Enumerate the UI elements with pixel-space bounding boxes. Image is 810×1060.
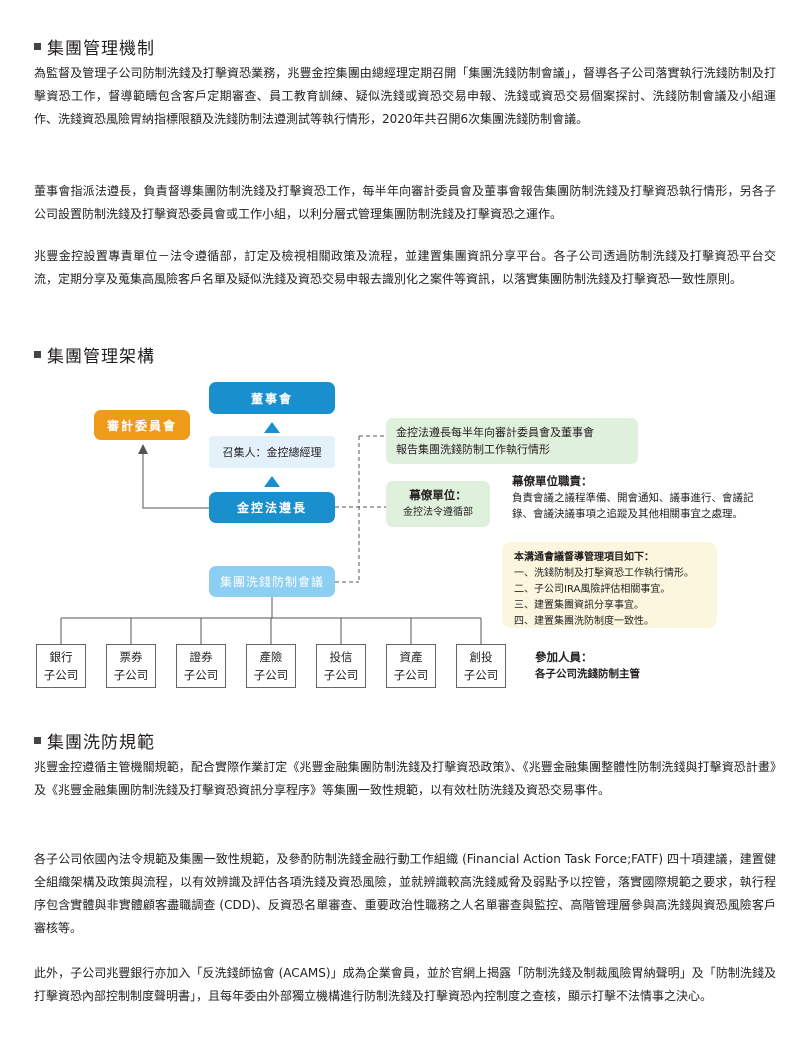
governance-paragraph-2: 董事會指派法遵長，負責督導集團防制洗錢及打擊資恐工作，每半年向審計委員會及董事會…	[34, 184, 776, 221]
rules-paragraph-2: 各子公司依國內法令規範及集團一致性規範，及參酌防制洗錢金融行動工作組織 (Fin…	[34, 852, 776, 935]
subsidiary-securities: 證券 子公司	[176, 644, 226, 688]
meeting-node: 集團洗錢防制會議	[209, 566, 335, 597]
subsidiary-investment-trust: 投信 子公司	[316, 644, 366, 688]
oversight-item: 四、建置集團洗防制度一致性。	[514, 616, 654, 627]
triangle-up-icon	[264, 476, 280, 487]
audit-connector-line	[142, 450, 209, 509]
bullet-square-icon	[34, 43, 41, 50]
audit-committee-node: 審計委員會	[94, 410, 190, 440]
convener-node: 召集人：金控總經理	[209, 436, 335, 468]
participants-note: 參加人員： 各子公司洗錢防制主管	[535, 650, 640, 680]
subsidiary-insurance: 產險 子公司	[246, 644, 296, 688]
bullet-square-icon	[34, 351, 41, 358]
oversight-item: 一、洗錢防制及打擊資恐工作執行情形。	[514, 568, 694, 579]
report-box: 金控法遵長每半年向審計委員會及董事會 報告集團洗錢防制工作執行情形	[386, 418, 638, 464]
governance-paragraph-1: 為監督及管理子公司防制洗錢及打擊資恐業務，兆豐金控集團由總經理定期召開「集團洗錢…	[34, 66, 776, 126]
board-node: 董事會	[209, 382, 335, 414]
triangle-up-icon	[264, 422, 280, 433]
section-title-governance: 集團管理機制	[34, 34, 155, 59]
staff-duty-note: 幕僚單位職責： 負責會議之議程準備、開會通知、議事進行、會議記 錄、會議決議事項…	[512, 474, 754, 520]
section-title-structure: 集團管理架構	[34, 342, 155, 367]
rules-paragraph-3: 此外，子公司兆豐銀行亦加入「反洗錢師協會 (ACAMS)」成為企業會員，並於官網…	[34, 966, 776, 1003]
subsidiary-bank: 銀行 子公司	[36, 644, 86, 688]
bullet-square-icon	[34, 737, 41, 744]
org-chart: 董事會 召集人：金控總經理 金控法遵長 集團洗錢防制會議 審計委員會 金控法遵長…	[0, 370, 810, 690]
rules-paragraph-1: 兆豐金控遵循主管機關規範，配合實際作業訂定《兆豐金融集團防制洗錢及打擊資恐政策》…	[34, 760, 776, 797]
oversight-items-box: 本溝通會議督導管理項目如下： 一、洗錢防制及打擊資恐工作執行情形。 二、子公司I…	[502, 542, 717, 628]
oversight-item: 二、子公司IRA風險評估相關事宜。	[514, 584, 671, 595]
governance-paragraph-3: 兆豐金控設置專責單位－法令遵循部，訂定及檢視相關政策及流程，並建置集團資訊分享平…	[34, 249, 776, 286]
org-chart-connectors	[60, 435, 482, 648]
cco-node: 金控法遵長	[209, 492, 335, 523]
subsidiary-venture: 創投 子公司	[456, 644, 506, 688]
subsidiary-bills: 票券 子公司	[106, 644, 156, 688]
oversight-item: 三、建置集團資訊分享事宜。	[514, 600, 644, 611]
arrow-up-icon	[138, 444, 148, 454]
staff-unit-box: 幕僚單位： 金控法令遵循部	[386, 481, 490, 527]
subsidiary-asset: 資產 子公司	[386, 644, 436, 688]
section-title-rules: 集團洗防規範	[34, 728, 155, 753]
